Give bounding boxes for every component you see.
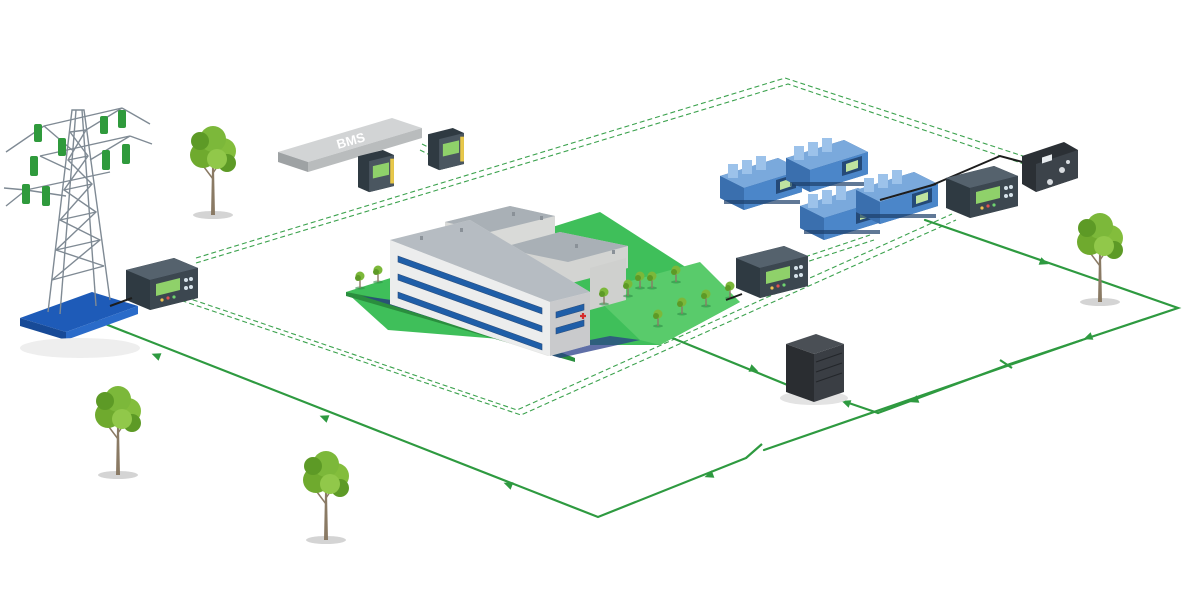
comm-line-outer-top-2 <box>195 83 1031 264</box>
hospital-site <box>346 206 740 362</box>
power-line-hospital <box>658 331 792 388</box>
controller-unit-icon <box>358 150 394 193</box>
power-network <box>88 218 1182 519</box>
tree-icon <box>94 385 142 480</box>
panel-link <box>929 154 1031 187</box>
circuit-breaker-icon <box>745 359 1013 459</box>
power-line-main <box>88 316 748 519</box>
controller-unit-icon <box>126 258 198 310</box>
tower-controller-link <box>109 297 133 307</box>
tree-icon <box>1076 212 1124 307</box>
flow-arrow-icon <box>704 470 715 478</box>
flow-arrows <box>151 257 1094 490</box>
power-line-cabinet-3 <box>1008 338 1084 366</box>
comm-line-outer-bottom-2 <box>173 219 957 416</box>
genset-group <box>720 138 938 240</box>
genset-controller-link <box>879 183 937 201</box>
bms-block: BMS <box>278 118 422 172</box>
hospital-controller-link <box>725 293 743 301</box>
flow-arrow-icon <box>1083 332 1094 340</box>
comm-line-gens <box>789 234 875 267</box>
tree-icon <box>189 125 237 220</box>
transmission-tower-icon <box>3 107 153 358</box>
flow-arrow-icon <box>909 395 920 403</box>
controller-unit-icon <box>736 246 808 298</box>
flow-arrow-icon <box>151 353 162 361</box>
flow-arrow-icon <box>503 482 514 490</box>
generator-set-icon <box>856 170 938 224</box>
flow-arrow-icon <box>1038 257 1049 265</box>
generator-set-icon <box>786 138 868 192</box>
flow-arrow-icon <box>748 364 759 372</box>
flow-arrow-icon <box>841 400 852 408</box>
flow-arrow-icon <box>319 415 330 423</box>
power-line-cabinet-2 <box>876 362 1012 415</box>
tree-icon <box>302 450 350 545</box>
controller-unit-icon <box>428 128 464 171</box>
remote-display-panel-icon <box>1022 142 1078 192</box>
electrical-cabinet-icon <box>780 334 848 405</box>
